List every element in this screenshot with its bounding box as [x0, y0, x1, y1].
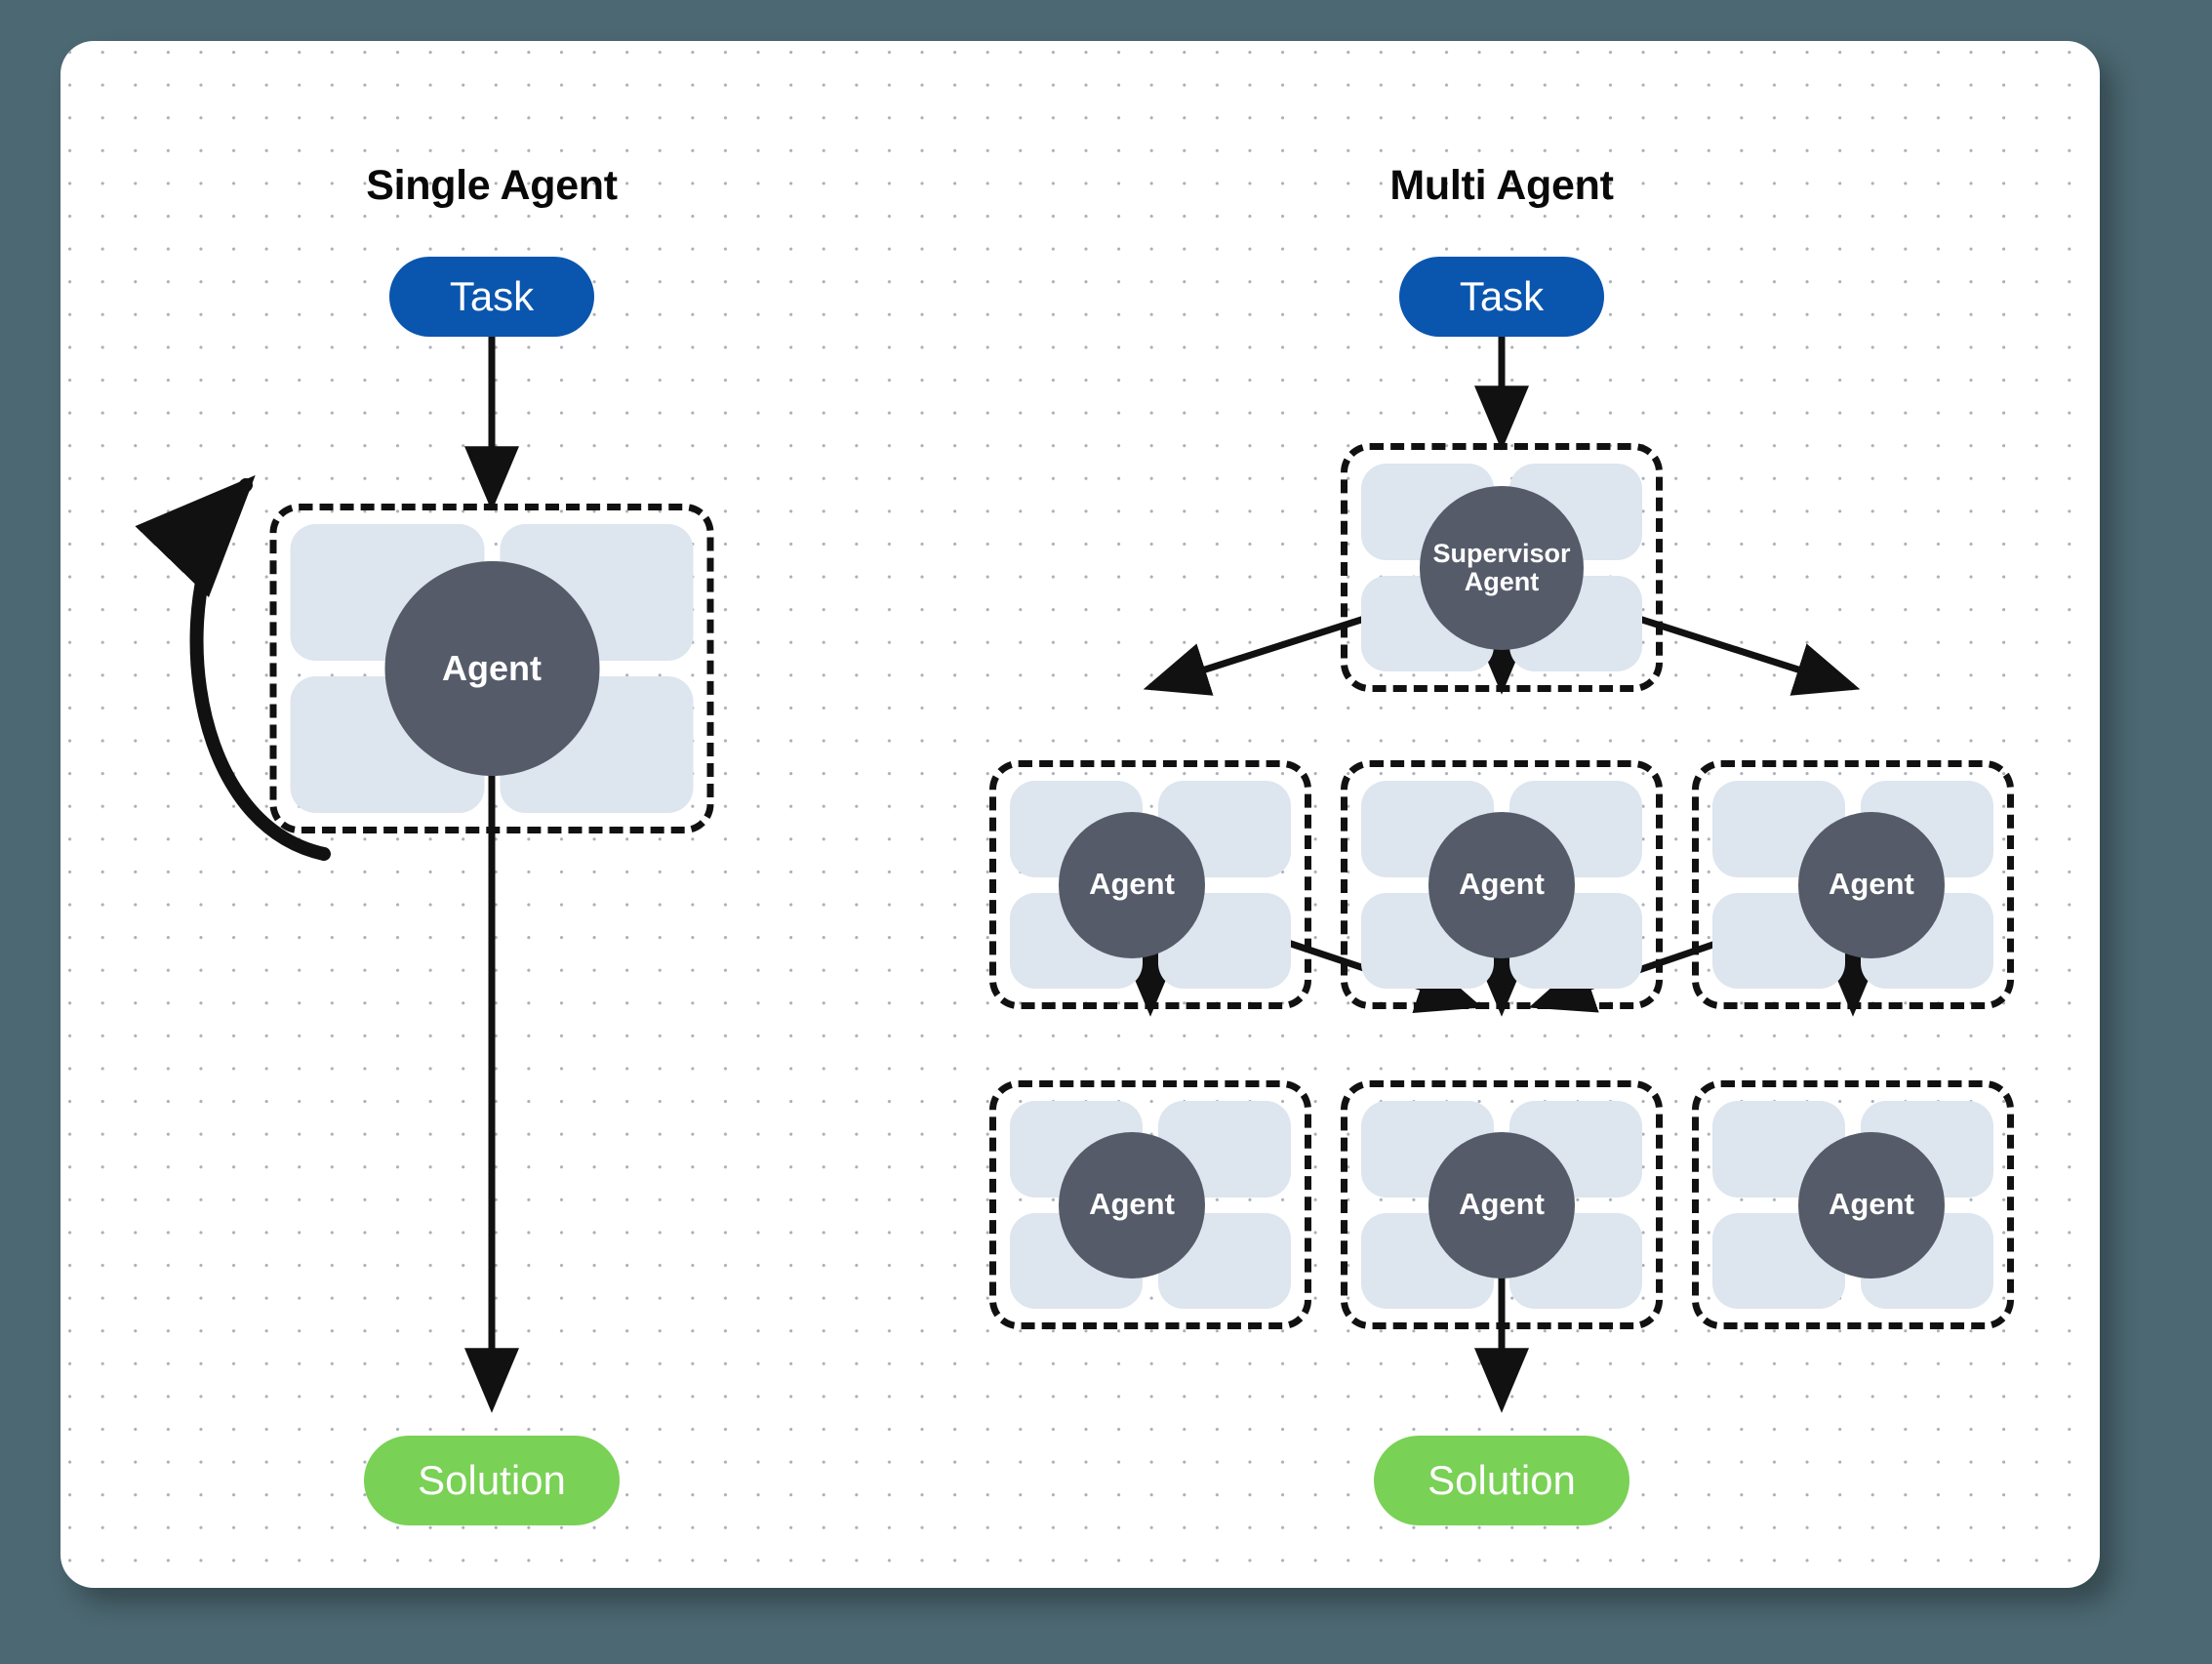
agent-card-row2-col2[interactable]: Agent	[1341, 760, 1663, 1009]
agent-card-single[interactable]: Agent	[269, 504, 714, 833]
agent-circle-row3-col1[interactable]: Agent	[1059, 1131, 1206, 1278]
panel-title-single-agent: Single Agent	[366, 162, 618, 209]
solution-node-label: Solution	[418, 1457, 566, 1503]
agent-circle-row2-col3[interactable]: Agent	[1797, 811, 1945, 958]
agent-card-row3-col2[interactable]: Agent	[1341, 1080, 1663, 1329]
agent-circle-row3-col2[interactable]: Agent	[1428, 1131, 1575, 1278]
solution-node-multi[interactable]: Solution	[1374, 1436, 1629, 1525]
agent-circle-row2-col2[interactable]: Agent	[1428, 811, 1575, 958]
agent-circle-row2-col1[interactable]: Agent	[1059, 811, 1206, 958]
agent-card-row2-col3[interactable]: Agent	[1692, 760, 2014, 1009]
agent-circle-label: Agent	[1459, 867, 1545, 902]
diagram-canvas: Single Agent Task Agent Solution	[60, 41, 2100, 1588]
task-node-multi[interactable]: Task	[1399, 257, 1604, 337]
supervisor-agent-card[interactable]: Supervisor Agent	[1341, 443, 1663, 692]
supervisor-agent-label: Supervisor Agent	[1432, 539, 1571, 596]
agent-circle-label: Agent	[1459, 1187, 1545, 1222]
supervisor-agent-circle[interactable]: Supervisor Agent	[1420, 485, 1584, 650]
agent-tile-grid	[1712, 781, 1993, 989]
agent-circle-label: Agent	[1089, 867, 1175, 902]
agent-card-row3-col3[interactable]: Agent	[1692, 1080, 2014, 1329]
task-node-single[interactable]: Task	[389, 257, 594, 337]
agent-circle-label: Agent	[1829, 867, 1914, 902]
agent-circle-label: Agent	[1089, 1187, 1175, 1222]
task-node-label: Task	[449, 273, 535, 319]
agent-card-row3-col1[interactable]: Agent	[989, 1080, 1311, 1329]
panel-title-multi-agent: Multi Agent	[1389, 162, 1614, 209]
agent-circle-single[interactable]: Agent	[384, 561, 599, 776]
solution-node-label: Solution	[1428, 1457, 1576, 1503]
task-node-label: Task	[1459, 273, 1545, 319]
solution-node-single[interactable]: Solution	[364, 1436, 620, 1525]
agent-circle-label: Agent	[1829, 1187, 1914, 1222]
agent-circle-row3-col3[interactable]: Agent	[1797, 1131, 1945, 1278]
agent-card-row2-col1[interactable]: Agent	[989, 760, 1311, 1009]
agent-circle-label: Agent	[442, 648, 542, 689]
